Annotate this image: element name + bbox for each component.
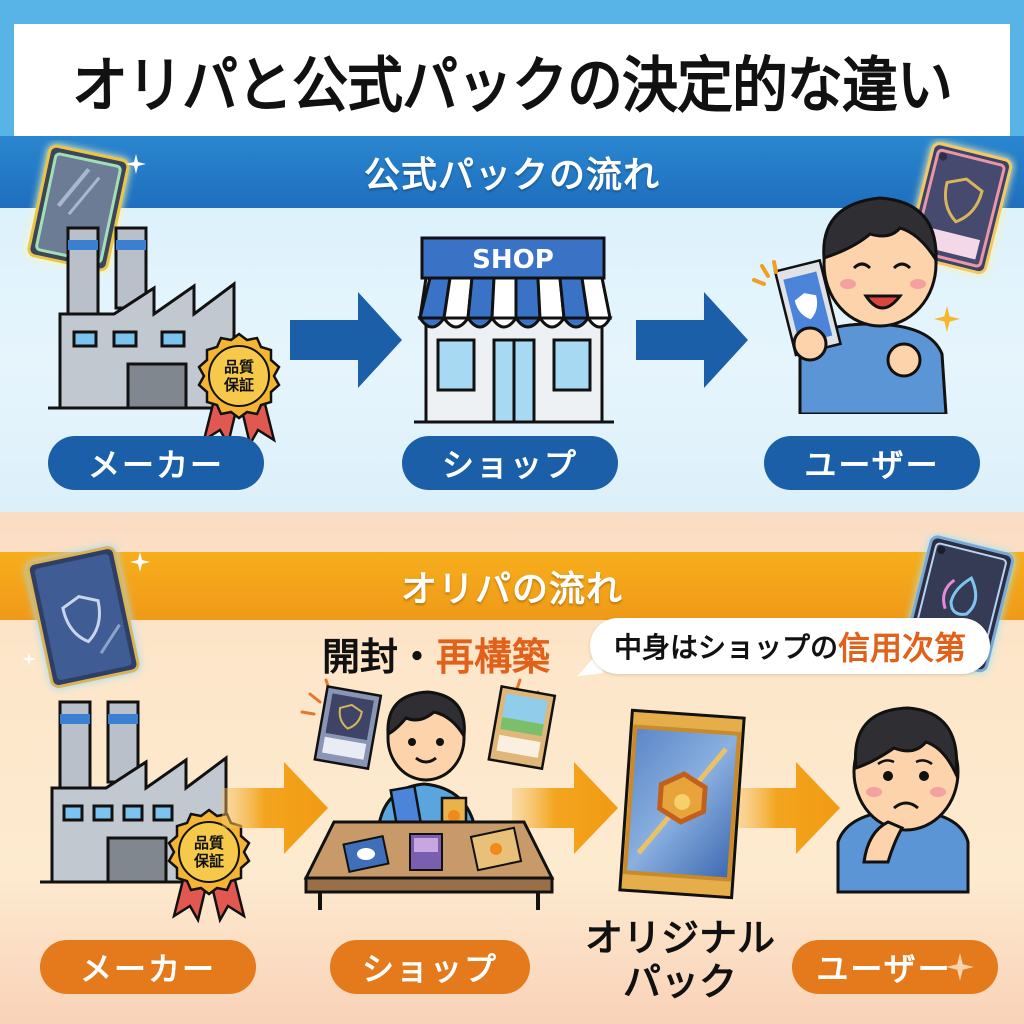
bubble-highlight: 信用次第 [838, 629, 967, 667]
arrow-right-icon [290, 292, 402, 388]
page-title: オリパと公式パックの決定的な違い [72, 50, 953, 121]
subtitle-highlight: 再構築 [436, 635, 551, 679]
oripa-flow-banner: オリパの流れ [0, 552, 1024, 620]
oripa-flow-section: オリパの流れ 開封・再構築 中身はショップの信用次第 [0, 512, 1024, 1024]
svg-text:保証: 保証 [223, 376, 254, 394]
quality-assurance-badge: 品質 保証 [164, 808, 254, 928]
oripa-step-user-text: ユーザー [816, 950, 952, 988]
oripa-step-user-label: ユーザー [792, 940, 998, 994]
shop-worker-icon [300, 678, 557, 910]
subtitle-plain: 開封・ [322, 635, 437, 679]
happy-user-icon [773, 196, 948, 414]
oripa-step-maker-label: メーカー [40, 940, 256, 994]
original-pack-line2: パック [622, 960, 737, 1004]
arrow-right-icon [636, 292, 748, 388]
official-step-shop-label: ショップ [402, 436, 618, 490]
svg-text:品質: 品質 [224, 358, 254, 376]
trading-card-icon [905, 141, 1013, 275]
trading-card-icon [26, 545, 141, 689]
title-box: オリパと公式パックの決定的な違い [14, 24, 1010, 136]
shop-icon: SHOP [414, 236, 614, 424]
worried-user-icon [836, 706, 970, 894]
svg-text:保証: 保証 [193, 852, 224, 870]
arrow-right-icon [512, 762, 618, 854]
sparkle-icon [126, 154, 146, 174]
official-flow-title: 公式パックの流れ [363, 155, 660, 196]
oripa-step-original-pack-label: オリジナル パック [570, 916, 790, 1004]
official-flow-banner: 公式パックの流れ [0, 136, 1024, 208]
arrow-right-icon [734, 762, 840, 854]
speech-bubble: 中身はショップの信用次第 [590, 618, 990, 674]
excitement-lines-icon [752, 260, 778, 286]
oripa-step-shop-label: ショップ [330, 940, 530, 994]
svg-text:品質: 品質 [194, 834, 224, 852]
shop-sign-text: SHOP [472, 245, 554, 275]
official-step-maker-label: メーカー [48, 436, 264, 490]
bubble-plain: 中身はショップの [613, 631, 838, 664]
arrow-right-icon [222, 762, 328, 854]
sparkle-icon [934, 306, 960, 332]
oripa-flow-title: オリパの流れ [400, 569, 623, 610]
sparkle-icon [130, 552, 150, 572]
original-pack-icon [618, 708, 746, 900]
title-area: オリパと公式パックの決定的な違い [0, 0, 1024, 140]
official-flow-section: 公式パックの流れ [0, 136, 1024, 512]
original-pack-line1: オリジナル [584, 916, 775, 960]
sparkle-icon [945, 953, 974, 981]
quality-assurance-badge: 品質 保証 [194, 332, 284, 452]
oripa-subtitle: 開封・再構築 [322, 626, 550, 681]
official-step-user-label: ユーザー [764, 436, 980, 490]
factory-icon [48, 226, 244, 410]
sparkle-icon [22, 652, 36, 666]
